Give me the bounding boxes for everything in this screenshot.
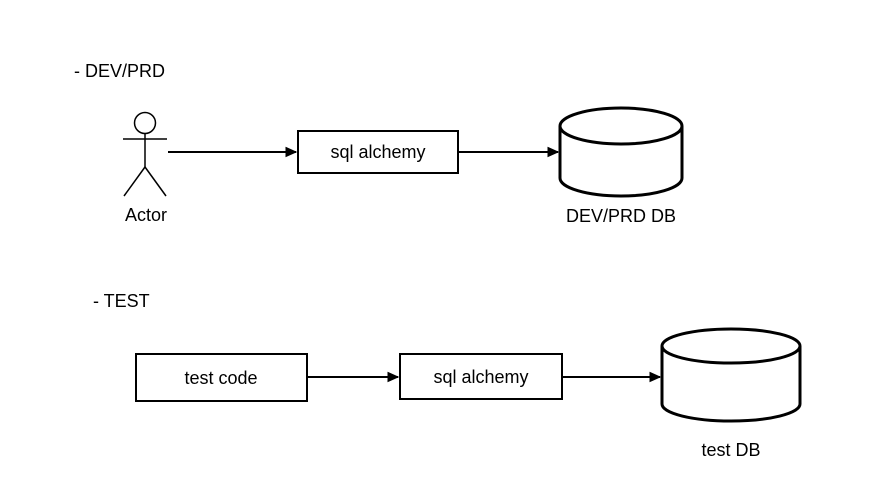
node-actor[interactable]: Actor bbox=[123, 111, 167, 226]
node-sql-alchemy-test[interactable]: sql alchemy bbox=[399, 353, 563, 400]
test-db-label: test DB bbox=[701, 440, 760, 460]
devprd-db-label: DEV/PRD DB bbox=[566, 206, 676, 226]
sql-alchemy-devprd-label: sql alchemy bbox=[330, 142, 425, 162]
sql-alchemy-test-box bbox=[399, 353, 563, 400]
devprd-db-cylinder-body bbox=[558, 126, 684, 198]
devprd-db-cylinder-top bbox=[558, 106, 684, 146]
test-code-box bbox=[135, 353, 308, 402]
sql-alchemy-devprd-box bbox=[297, 130, 459, 174]
test-code-label: test code bbox=[184, 368, 257, 388]
test-db-cylinder-top bbox=[660, 327, 802, 365]
actor-head-icon bbox=[133, 111, 157, 135]
sql-alchemy-test-label: sql alchemy bbox=[433, 367, 528, 387]
actor-label: Actor bbox=[125, 205, 167, 225]
node-devprd-db[interactable]: DEV/PRD DB bbox=[558, 106, 684, 226]
section-title-test: - TEST bbox=[93, 291, 150, 311]
node-sql-alchemy-devprd[interactable]: sql alchemy bbox=[297, 130, 459, 174]
actor-right-leg bbox=[144, 166, 167, 197]
test-db-cylinder-body bbox=[660, 346, 802, 423]
actor-left-leg bbox=[123, 166, 146, 197]
node-test-code[interactable]: test code bbox=[135, 353, 308, 402]
section-title-dev-prd: - DEV/PRD bbox=[74, 61, 165, 81]
node-test-db[interactable]: test DB bbox=[660, 327, 802, 460]
